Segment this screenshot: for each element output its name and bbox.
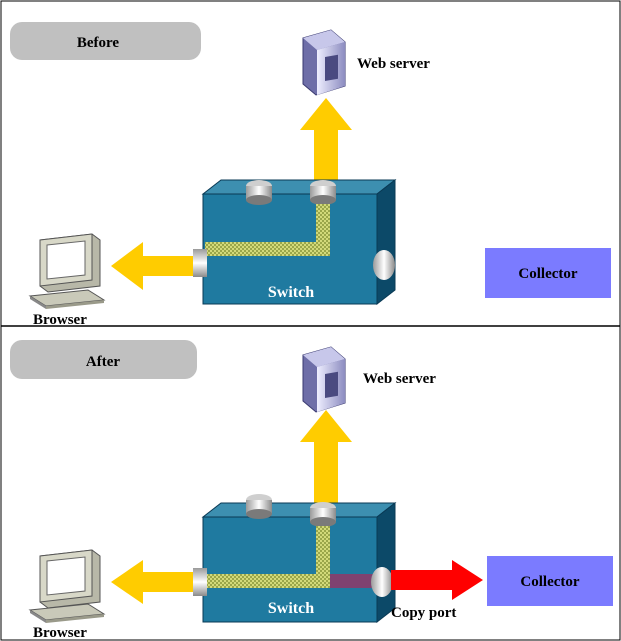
before-badge-label: Before: [77, 35, 120, 51]
before-badge: [10, 22, 201, 60]
after-badge-label: After: [86, 354, 120, 370]
after-panel: After Web server: [10, 340, 613, 641]
server-traffic-arrow: [300, 410, 352, 512]
web-server-icon: [302, 29, 346, 96]
browser-traffic-arrow: [111, 560, 193, 604]
web-server-label: Web server: [357, 56, 430, 72]
switch-label: Switch: [268, 284, 314, 301]
server-traffic-arrow: [300, 98, 352, 193]
collector-box: [485, 248, 611, 298]
browser-traffic-arrow: [111, 242, 193, 290]
web-server-icon: [302, 346, 346, 413]
web-server-label: Web server: [363, 371, 436, 387]
left-port-icon: [193, 568, 207, 596]
switch-device: [193, 494, 397, 624]
switch-device: [193, 178, 397, 306]
copy-port-icon: [371, 567, 393, 597]
collector-label: Collector: [520, 574, 579, 590]
copy-traffic-arrow: [391, 560, 483, 600]
right-port-icon: [373, 250, 395, 280]
after-badge: [10, 340, 197, 379]
computer-icon: [28, 549, 106, 623]
collector-box: [487, 556, 613, 606]
before-panel: Before Web server: [10, 22, 611, 328]
left-port-icon: [193, 249, 207, 277]
browser-label: Browser: [33, 312, 87, 328]
copy-port-label: Copy port: [391, 605, 456, 621]
collector-label: Collector: [518, 266, 577, 282]
browser-label: Browser: [33, 625, 87, 641]
computer-icon: [28, 233, 106, 309]
switch-label: Switch: [268, 600, 314, 617]
